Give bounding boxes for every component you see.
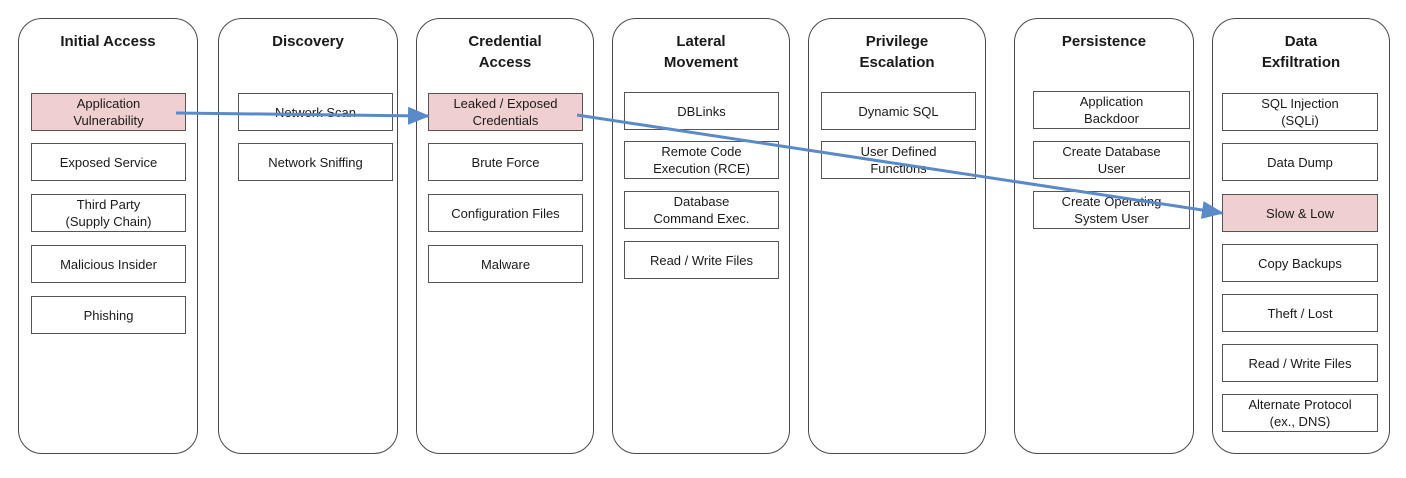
item-brute-force: Brute Force [428, 143, 583, 181]
column-lateral-movement: Lateral Movement DBLinks Remote Code Exe… [612, 18, 790, 454]
column-title: Data Exfiltration [1261, 33, 1341, 71]
item-application-backdoor: Application Backdoor [1033, 91, 1190, 129]
item-exfil-read-write-files: Read / Write Files [1222, 344, 1378, 382]
item-alternate-protocol: Alternate Protocol (ex., DNS) [1222, 394, 1378, 432]
column-privilege-escalation: Privilege Escalation Dynamic SQL User De… [808, 18, 986, 454]
item-dynamic-sql: Dynamic SQL [821, 92, 976, 130]
column-credential-access: Credential Access Leaked / Exposed Crede… [416, 18, 594, 454]
item-configuration-files: Configuration Files [428, 194, 583, 232]
item-slow-and-low: Slow & Low [1222, 194, 1378, 232]
item-database-command-exec: Database Command Exec. [624, 191, 779, 229]
item-leaked-credentials: Leaked / Exposed Credentials [428, 93, 583, 131]
item-network-scan: Network Scan [238, 93, 393, 131]
item-third-party: Third Party (Supply Chain) [31, 194, 186, 232]
column-title: Credential Access [468, 33, 542, 71]
column-persistence: Persistence Application Backdoor Create … [1014, 18, 1194, 454]
column-title: Discovery [272, 33, 344, 50]
item-network-sniffing: Network Sniffing [238, 143, 393, 181]
item-remote-code-execution: Remote Code Execution (RCE) [624, 141, 779, 179]
item-read-write-files: Read / Write Files [624, 241, 779, 279]
column-title: Lateral Movement [663, 33, 739, 71]
item-phishing: Phishing [31, 296, 186, 334]
column-title: Privilege Escalation [859, 33, 935, 71]
column-title: Persistence [1061, 33, 1147, 50]
item-copy-backups: Copy Backups [1222, 244, 1378, 282]
item-sql-injection: SQL Injection (SQLi) [1222, 93, 1378, 131]
item-create-os-user: Create Operating System User [1033, 191, 1190, 229]
item-application-vulnerability: Application Vulnerability [31, 93, 186, 131]
item-data-dump: Data Dump [1222, 143, 1378, 181]
column-title: Initial Access [60, 33, 156, 50]
column-initial-access: Initial Access Application Vulnerability… [18, 18, 198, 454]
item-create-database-user: Create Database User [1033, 141, 1190, 179]
column-data-exfiltration: Data Exfiltration SQL Injection (SQLi) D… [1212, 18, 1390, 454]
item-user-defined-functions: User Defined Functions [821, 141, 976, 179]
item-theft-lost: Theft / Lost [1222, 294, 1378, 332]
item-malicious-insider: Malicious Insider [31, 245, 186, 283]
item-malware: Malware [428, 245, 583, 283]
column-discovery: Discovery Network Scan Network Sniffing [218, 18, 398, 454]
item-dblinks: DBLinks [624, 92, 779, 130]
item-exposed-service: Exposed Service [31, 143, 186, 181]
